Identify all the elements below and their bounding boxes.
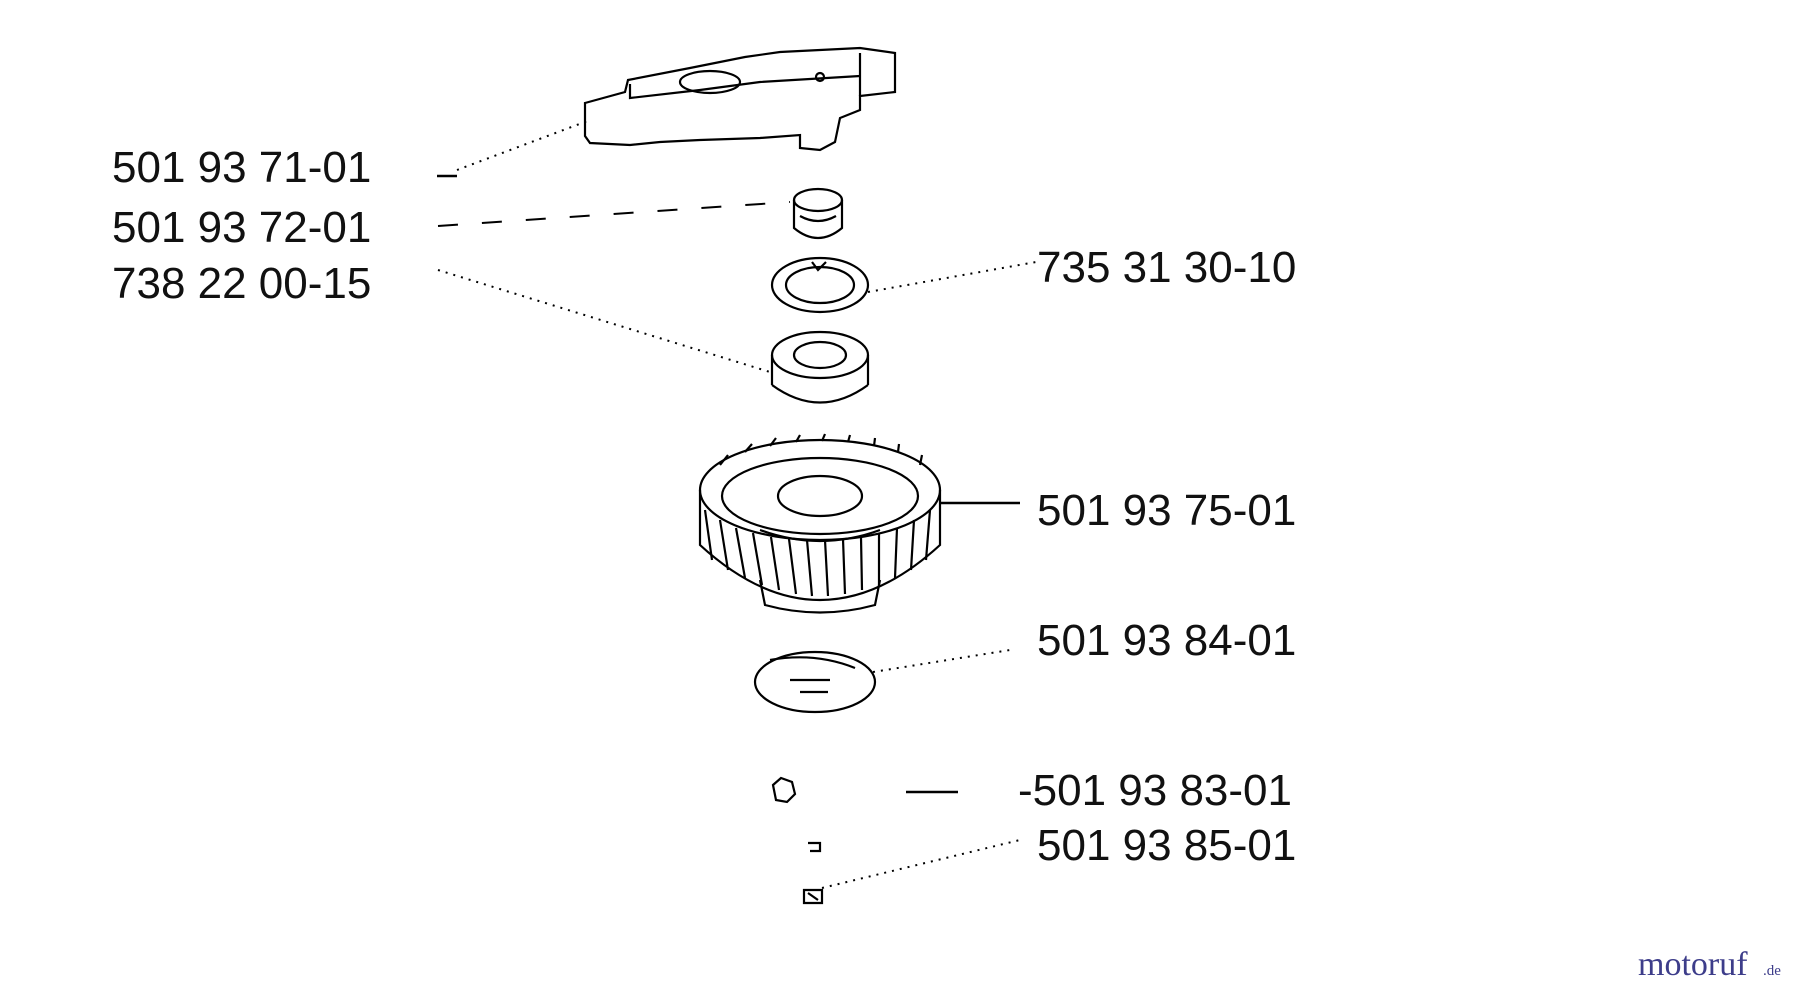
watermark-text: motoruf — [1638, 946, 1748, 983]
screw-part-drawing — [802, 841, 824, 905]
callout-738-22-00-15: 738 22 00-15 — [112, 259, 371, 308]
leader-lines — [437, 119, 1037, 889]
callout-501-93-84-01: 501 93 84-01 — [1037, 616, 1296, 665]
callout-501-93-75-01: 501 93 75-01 — [1037, 486, 1296, 535]
callout-735-31-30-10: 735 31 30-10 — [1037, 243, 1296, 292]
watermark-suffix: .de — [1763, 963, 1781, 979]
washer-part-drawing — [753, 650, 877, 714]
nut-part-drawing — [771, 776, 797, 804]
callout-501-93-83-01: -501 93 83-01 — [1018, 766, 1292, 815]
callout-501-93-85-01: 501 93 85-01 — [1037, 821, 1296, 870]
circlip-part-drawing — [770, 256, 870, 314]
watermark-logo: motoruf .de — [1638, 946, 1781, 983]
housing-part-drawing — [583, 46, 897, 152]
callout-501-93-72-01: 501 93 72-01 — [112, 203, 371, 252]
gear-part-drawing — [698, 433, 942, 614]
sleeve-part-drawing — [792, 187, 844, 240]
callout-501-93-71-01: 501 93 71-01 — [112, 143, 371, 192]
bearing-part-drawing — [770, 330, 870, 404]
